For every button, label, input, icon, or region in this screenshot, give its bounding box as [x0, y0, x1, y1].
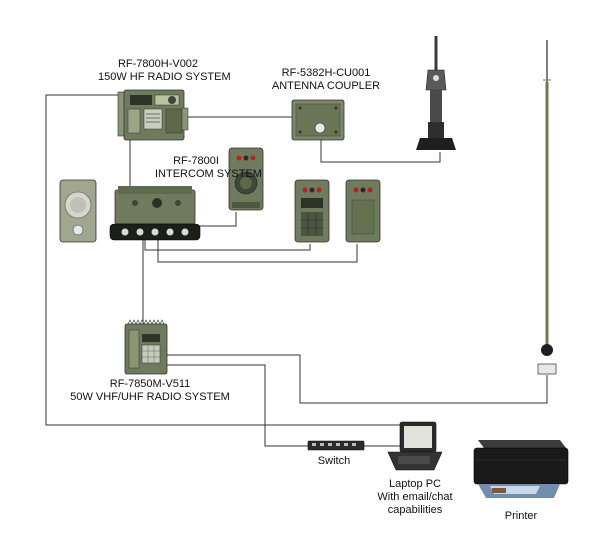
- coupler-label: RF-5382H-CU001 ANTENNA COUPLER: [266, 67, 386, 93]
- cable-coupler-to-whip: [320, 140, 441, 163]
- intercom-remote-station: [345, 179, 381, 243]
- hf-model-label: RF-7800H-V002: [117, 58, 199, 70]
- cable-hf-to-laptop: [45, 94, 400, 426]
- coupler-model-label: RF-5382H-CU001: [281, 67, 371, 79]
- vhf-whip-antenna: [537, 40, 557, 375]
- intercom-description-label: INTERCOM SYSTEM: [155, 168, 262, 180]
- cables: [45, 94, 548, 447]
- cable-intercom-to-station: [185, 212, 237, 227]
- intercom-keypad-station: [294, 179, 330, 243]
- antenna-coupler: [291, 99, 345, 141]
- switch-label: Switch: [317, 455, 351, 467]
- cable-intercom-to-station-far: [157, 240, 358, 263]
- network-switch: [307, 440, 365, 451]
- vhf-model-label: RF-7850M-V511: [109, 378, 191, 390]
- cable-intercom-to-stations-right: [144, 240, 311, 251]
- laptop-pc: [387, 421, 443, 471]
- intercom-speaker-box: [59, 179, 97, 243]
- laptop-name-label: Laptop PC: [389, 478, 441, 490]
- hf-radio-label: RF-7800H-V002 150W HF RADIO SYSTEM: [98, 58, 231, 84]
- intercom-central-unit: [109, 186, 201, 241]
- cable-vhf-to-antenna: [166, 354, 548, 404]
- intercom-control-station: [228, 147, 264, 211]
- laptop-desc-label-1: With email/chat: [377, 491, 453, 503]
- hf-description-label: 150W HF RADIO SYSTEM: [98, 71, 231, 83]
- vhf-uhf-radio-system: [124, 319, 168, 375]
- vhf-description-label: 50W VHF/UHF RADIO SYSTEM: [70, 391, 230, 403]
- cable-vhf-to-switch: [166, 364, 308, 447]
- printer: [473, 440, 569, 498]
- intercom-label: RF-7800I INTERCOM SYSTEM: [155, 155, 262, 181]
- laptop-label: Laptop PC With email/chat capabilities: [370, 478, 460, 517]
- hf-whip-antenna: [416, 36, 456, 150]
- intercom-model-label: RF-7800I: [173, 155, 219, 167]
- hf-radio-system: [117, 89, 189, 141]
- vhf-radio-label: RF-7850M-V511 50W VHF/UHF RADIO SYSTEM: [70, 378, 230, 404]
- laptop-desc-label-2: capabilities: [387, 504, 443, 516]
- printer-label: Printer: [504, 510, 538, 522]
- coupler-description-label: ANTENNA COUPLER: [271, 80, 381, 92]
